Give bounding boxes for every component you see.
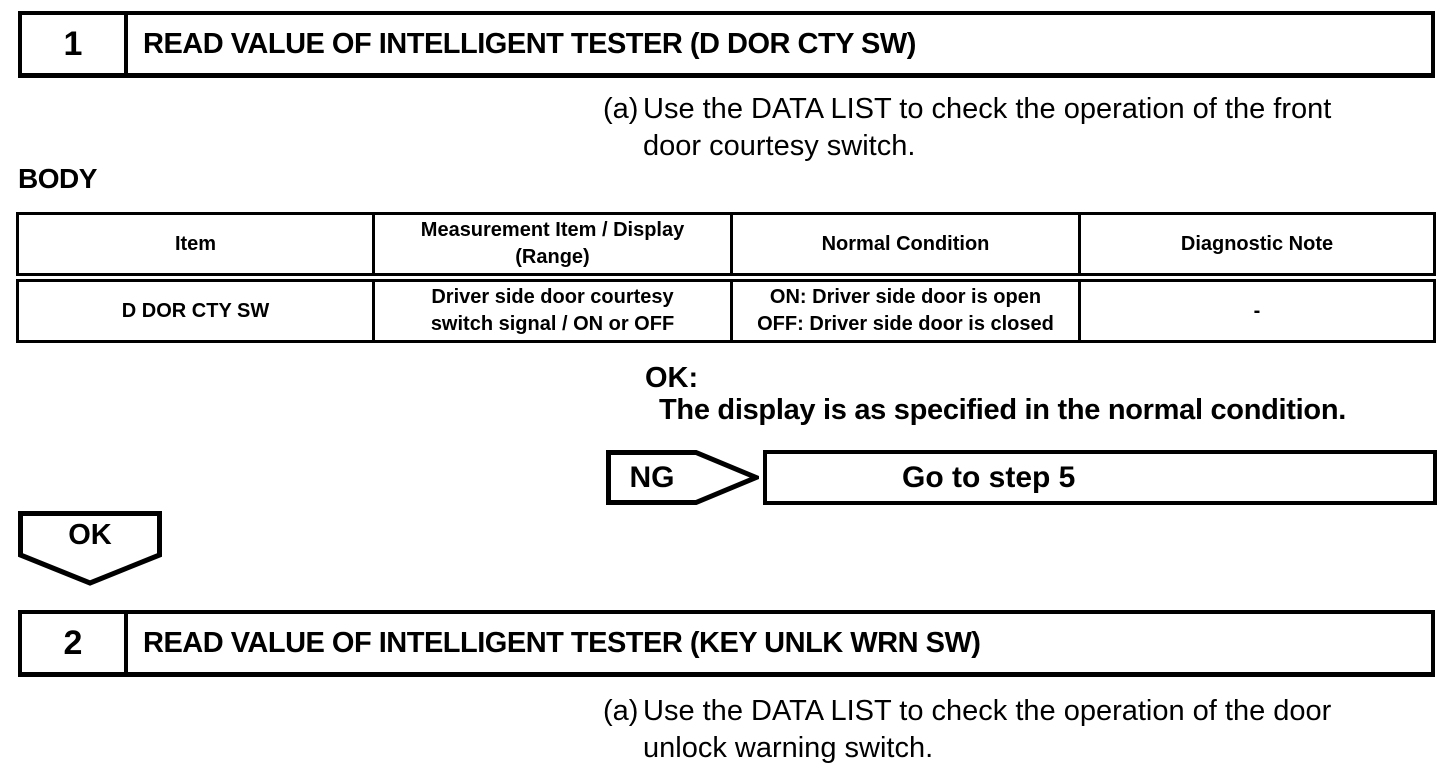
step-1-instruction-text: Use the DATA LIST to check the operation… [643,93,1332,162]
section-label-body: BODY [18,163,97,194]
step-2-number: 2 [22,614,128,672]
step-1-title: READ VALUE OF INTELLIGENT TESTER (D DOR … [143,27,916,60]
ng-label: NG [629,460,675,494]
ng-arrow-shape [606,450,759,505]
ok-spec-text: The display is as specified in the norma… [659,394,1346,426]
ok-label: OK [68,518,112,551]
table-header-row: Item Measurement Item / Display (Range) … [16,212,1436,282]
ok-connector: OK [18,511,162,586]
table-header-normal-condition: Normal Condition [730,212,1081,282]
table-header-measurement: Measurement Item / Display (Range) [372,212,733,282]
ok-arrow-shape [18,511,162,586]
step-2-header: 2 READ VALUE OF INTELLIGENT TESTER (KEY … [18,610,1435,677]
table-cell-normal-condition: ON: Driver side door is open OFF: Driver… [730,276,1081,343]
table-header-item: Item [16,212,375,282]
table-header-diagnostic-note: Diagnostic Note [1078,212,1436,282]
step-2-instruction-marker: (a) [603,695,639,727]
step-1-header: 1 READ VALUE OF INTELLIGENT TESTER (D DO… [18,11,1435,78]
step-1-number: 1 [22,15,128,73]
goto-step-label: Go to step 5 [902,460,1076,494]
table-cell-item: D DOR CTY SW [16,276,375,343]
data-list-table: Item Measurement Item / Display (Range) … [16,212,1436,343]
table-row: D DOR CTY SW Driver side door courtesy s… [16,276,1436,343]
step-1-instruction: (a) Use the DATA LIST to check the opera… [603,91,1331,165]
ng-connector: NG [606,450,759,505]
step-2-instruction-text: Use the DATA LIST to check the operation… [643,695,1332,764]
goto-step-box: Go to step 5 [763,450,1437,505]
table-cell-measurement: Driver side door courtesy switch signal … [372,276,733,343]
step-2-instruction: (a) Use the DATA LIST to check the opera… [603,693,1331,767]
step-2-title: READ VALUE OF INTELLIGENT TESTER (KEY UN… [143,626,981,659]
ok-spec-label: OK: [645,362,699,394]
step-1-instruction-marker: (a) [603,93,639,125]
table-cell-diagnostic-note: - [1078,276,1436,343]
